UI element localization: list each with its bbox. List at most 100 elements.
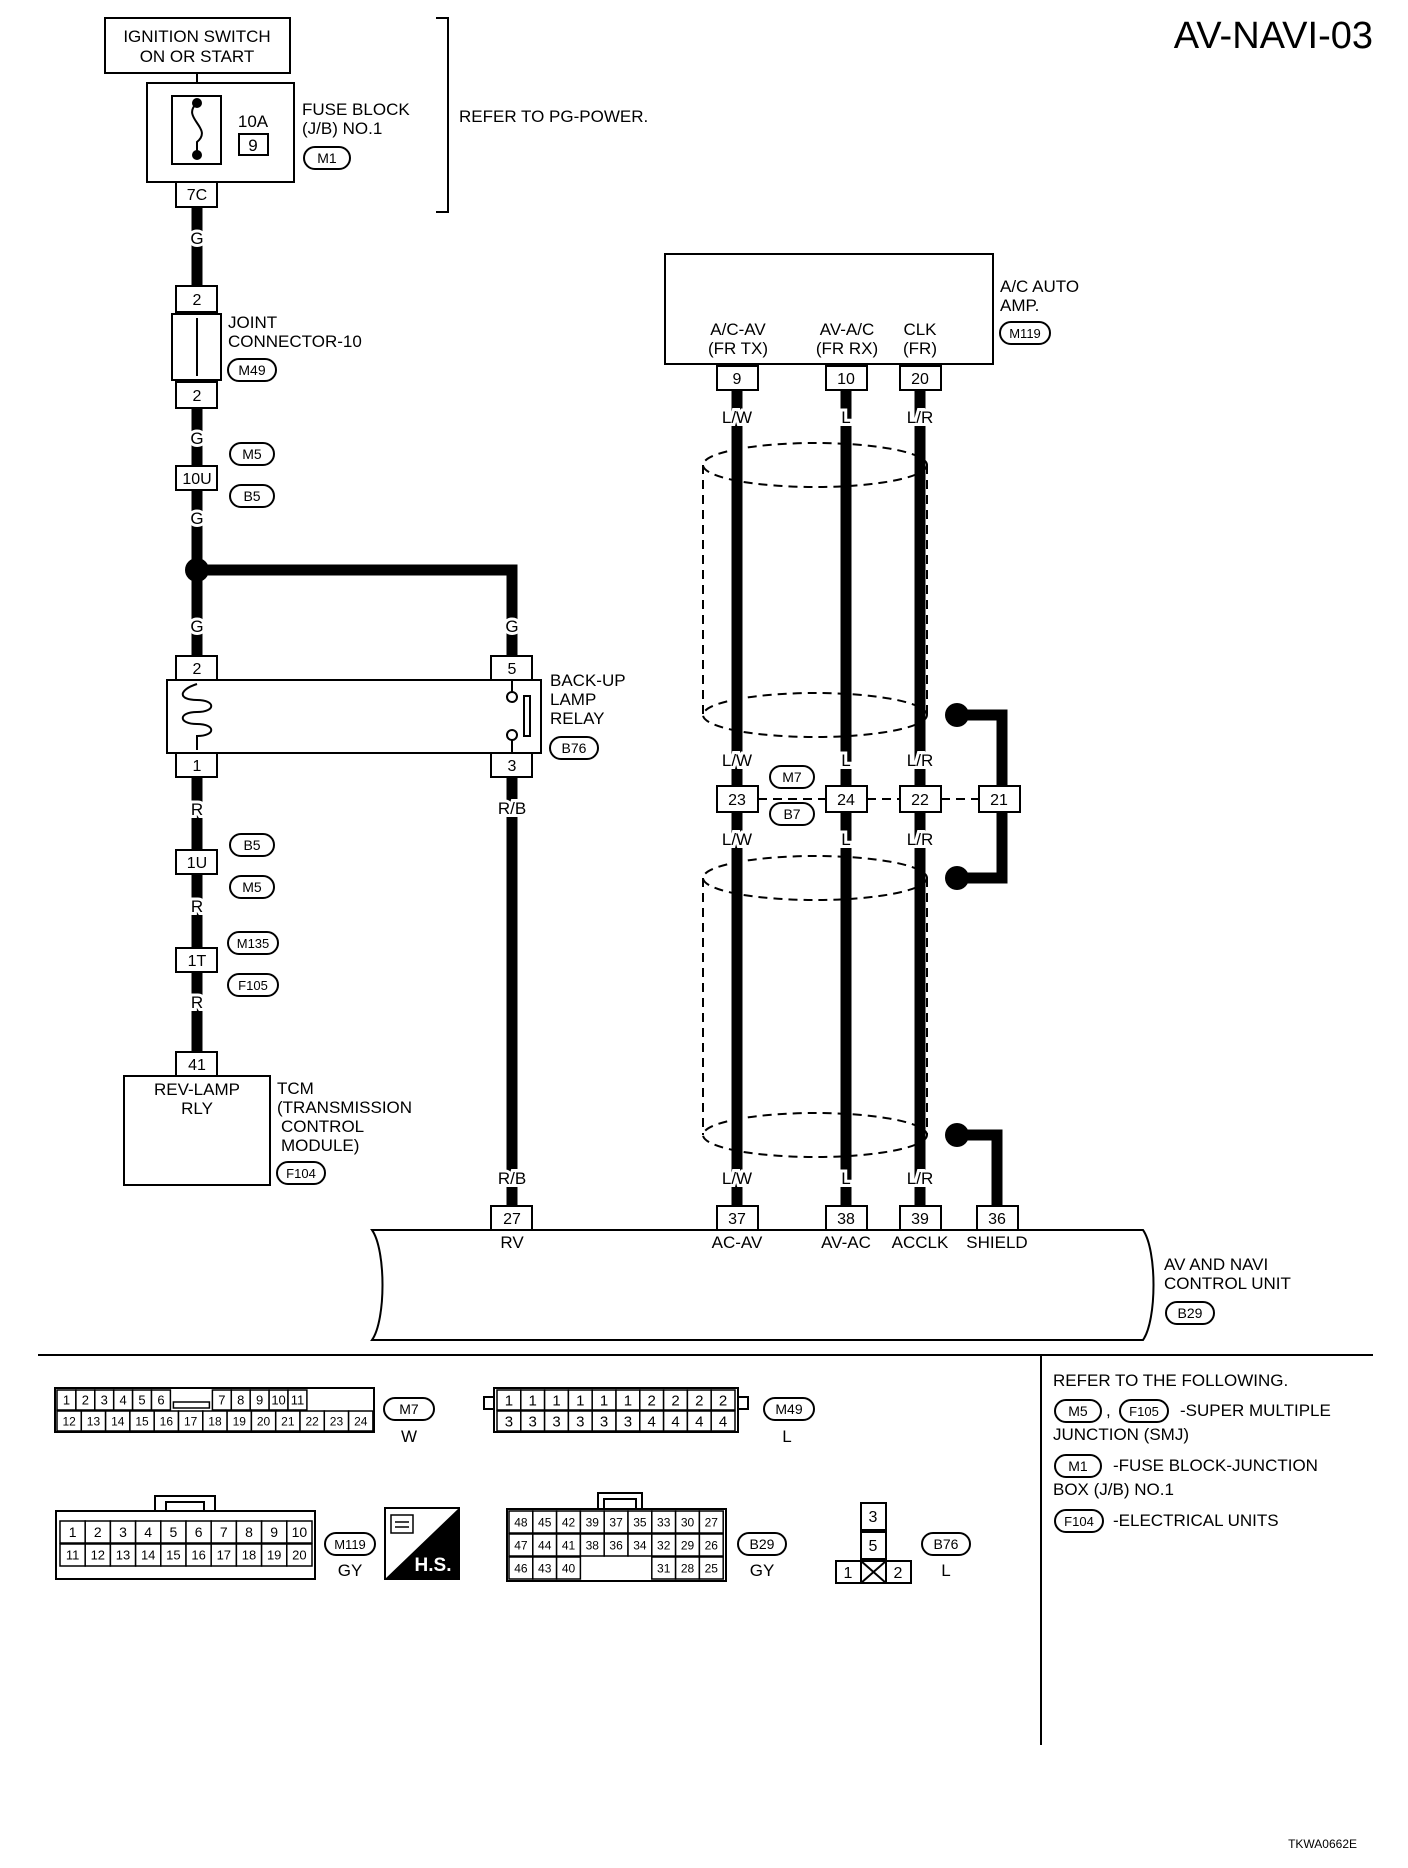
- av-pin-27-box: [490, 1205, 533, 1231]
- m7-pin-label: 8: [237, 1393, 244, 1408]
- m49-pin-label: 2: [671, 1392, 679, 1409]
- refer-fb-conn: M1: [1068, 1458, 1088, 1474]
- relay-contact-top: [506, 691, 518, 703]
- av-pin-38-box: [825, 1205, 868, 1231]
- relay-label-1: BACK-UP: [550, 671, 626, 690]
- m7-key-slot: [172, 1401, 211, 1409]
- av-pin-37-box: [716, 1205, 759, 1231]
- joint-connector-tag: [227, 358, 277, 382]
- b29-pin-label: 26: [705, 1538, 719, 1552]
- wire-color-g-2: G: [190, 429, 203, 448]
- b29-cell: [698, 1510, 724, 1534]
- refer-smj-conn-1: M5: [1068, 1403, 1088, 1419]
- mid-pin-23-box: [716, 785, 759, 813]
- refer-eu-text: -ELECTRICAL UNITS: [1113, 1511, 1279, 1530]
- b76-tag: [921, 1532, 971, 1556]
- b29-pin-label: 30: [681, 1515, 695, 1529]
- mid-joint-conn-b: B7: [783, 806, 800, 822]
- refer-fb-tag: [1054, 1454, 1102, 1478]
- ac-amp-connector-id: M119: [1009, 326, 1041, 341]
- wire-color-r-3: R: [191, 993, 203, 1012]
- m7-pin-label: 12: [62, 1414, 76, 1428]
- m7-pin-label: 11: [291, 1393, 305, 1408]
- relay-pin-1: 1: [193, 758, 202, 775]
- smj-lower-conn-a: B5: [243, 837, 260, 853]
- av-pin-36-box: [976, 1205, 1019, 1231]
- b29-pin-label: 48: [514, 1515, 528, 1529]
- b29-pin-label: 41: [562, 1538, 576, 1552]
- b29-pin-label: 45: [538, 1515, 552, 1529]
- m7-pin-label: 6: [157, 1393, 164, 1408]
- mid-pin-21: 21: [990, 792, 1008, 809]
- m119-pin-label: 13: [116, 1548, 130, 1563]
- b29-pin-label: 38: [586, 1538, 600, 1552]
- m119-pin-label: 3: [119, 1524, 127, 1540]
- av-navi-unit-body: [370, 1229, 1155, 1341]
- b29-tag: [737, 1532, 787, 1556]
- m7-pin-label: 24: [354, 1414, 368, 1428]
- wire-color-g-5: G: [505, 617, 518, 636]
- footer-code: TKWA0662E: [1288, 1837, 1357, 1851]
- wire-color-r-2: R: [191, 897, 203, 916]
- tcm-connector-tag: [276, 1161, 326, 1185]
- relay-label-2: LAMP: [550, 690, 596, 709]
- mid-joint-tag-b: [769, 802, 815, 826]
- wire-shield-drain: [957, 1129, 1003, 1206]
- m49-pin-label: 2: [719, 1392, 727, 1409]
- smj-upper-conn-a: M5: [242, 446, 262, 462]
- m119-pin-label: 9: [270, 1524, 278, 1540]
- wire-color-g-1: G: [190, 229, 203, 248]
- tcm-label-3: CONTROL: [281, 1117, 364, 1136]
- b29-pin-label: 40: [562, 1561, 576, 1575]
- tcm-joint-conn-a: M135: [237, 936, 270, 951]
- relay-body: [166, 679, 542, 754]
- tcm-label-1: TCM: [277, 1079, 314, 1098]
- m7-tag: [383, 1397, 435, 1421]
- b76-name: B76: [934, 1536, 959, 1552]
- av-signal-rv: RV: [500, 1233, 524, 1252]
- shield-upper-bottom: [702, 692, 928, 738]
- av-pin-36: 36: [988, 1211, 1006, 1228]
- b29-cell: [698, 1533, 724, 1557]
- wire-color-rb-1: R/B: [498, 799, 526, 818]
- m7-pin-label: 16: [160, 1414, 174, 1428]
- refer-fb-text-2: BOX (J/B) NO.1: [1053, 1480, 1174, 1499]
- ac-amp-pin-9: 9: [733, 371, 742, 388]
- fuse-block-label-1: FUSE BLOCK: [302, 100, 410, 119]
- page-title: AV-NAVI-03: [1174, 15, 1373, 57]
- m49-pin-label: 3: [624, 1413, 632, 1430]
- b29-color: GY: [750, 1561, 775, 1580]
- av-unit-connector-id: B29: [1178, 1305, 1203, 1321]
- wire-color-l-2: L: [841, 751, 850, 770]
- joint-pin-bottom-box: [175, 381, 218, 409]
- ac-amp-sig3-b: (FR): [903, 339, 937, 358]
- tcm-joint-tag-b: [227, 973, 279, 997]
- m119-name: M119: [334, 1537, 366, 1552]
- tcm-inner-label-1: REV-LAMP: [154, 1080, 240, 1099]
- tcm-connector-id: F104: [286, 1166, 316, 1181]
- av-pin-27: 27: [503, 1211, 521, 1228]
- tcm-pin: 41: [188, 1057, 206, 1074]
- relay-contact-bottom: [506, 729, 518, 741]
- b29-pin-label: 28: [681, 1561, 695, 1575]
- m119-pin-label: 8: [245, 1524, 253, 1540]
- harness-side-icon: H.S.: [384, 1507, 460, 1580]
- wire-color-lw-2: L/W: [722, 751, 752, 770]
- relay-connector-tag: [549, 736, 599, 760]
- m7-pin-label: 19: [233, 1414, 247, 1428]
- relay-pin-5: 5: [508, 661, 517, 678]
- m119-pin-label: 16: [191, 1548, 205, 1563]
- m7-pin-label: 3: [101, 1393, 108, 1408]
- m49-pin-label: 3: [552, 1413, 560, 1430]
- ac-amp-sig2-a: AV-A/C: [820, 320, 874, 339]
- m49-pin-label: 1: [600, 1392, 608, 1409]
- connector-b76-face: 3 5 1 2: [835, 1502, 912, 1584]
- m7-pin-label: 10: [271, 1393, 285, 1408]
- m7-pin-label: 15: [135, 1414, 149, 1428]
- m7-cell: [150, 1389, 172, 1411]
- refer-eu-tag: [1054, 1509, 1104, 1533]
- m119-pin-label: 17: [217, 1548, 231, 1563]
- wire-color-lr-3: L/R: [907, 830, 933, 849]
- smj-lower-conn-b: M5: [242, 879, 262, 895]
